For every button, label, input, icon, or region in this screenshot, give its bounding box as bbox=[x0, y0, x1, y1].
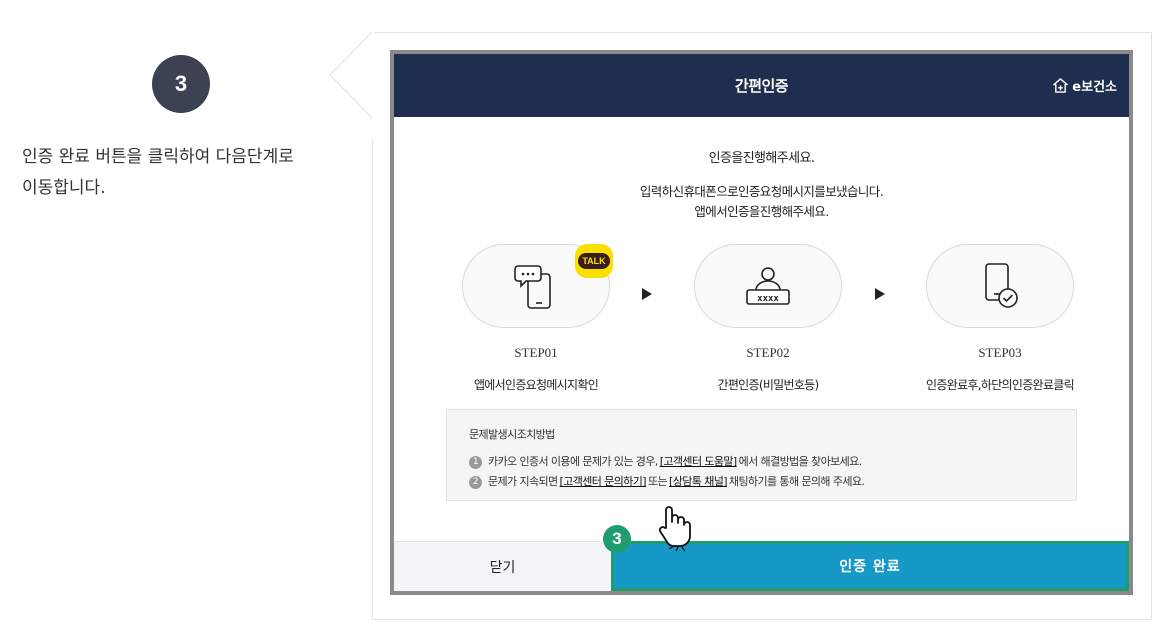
next-arrow-icon bbox=[642, 288, 652, 300]
steps: TALK STEP01 앱에서인증요청메시지확인 xxxx STEP02 간편인… bbox=[394, 244, 1129, 394]
auth-complete-button[interactable]: 인증 완료 bbox=[611, 541, 1129, 591]
simple-auth-modal: 간편인증 e보건소 인증을진행해주세요. 입력하신휴대폰으로인증요청메시지를보냈… bbox=[390, 50, 1133, 595]
item-number-1: 1 bbox=[469, 455, 482, 469]
step-3: STEP03 인증완료후,하단의인증완료클릭 bbox=[900, 244, 1100, 393]
intro: 인증을진행해주세요. 입력하신휴대폰으로인증요청메시지를보냈습니다. 앱에서인증… bbox=[394, 147, 1129, 222]
step-1-desc: 앱에서인증요청메시지확인 bbox=[473, 378, 599, 392]
modal-footer: 닫기 인증 완료 bbox=[394, 541, 1129, 591]
home-plus-icon bbox=[1053, 78, 1069, 93]
step-3-pill bbox=[926, 244, 1074, 328]
step-1: TALK STEP01 앱에서인증요청메시지확인 bbox=[436, 244, 636, 393]
talk-label: TALK bbox=[578, 253, 610, 269]
troubleshooting-item-1: 1 카카오 인증서 이용에 문제가 있는 경우, [고객센터 도움말] 에서 해… bbox=[469, 452, 1076, 472]
intro-line-1: 입력하신휴대폰으로인증요청메시지를보냈습니다. bbox=[639, 184, 884, 199]
customer-inquiry-link[interactable]: [고객센터 문의하기] bbox=[559, 475, 647, 488]
brand-logo: e보건소 bbox=[1053, 76, 1117, 95]
step-3-desc: 인증완료후,하단의인증완료클릭 bbox=[926, 378, 1075, 392]
item-1-prefix: 카카오 인증서 이용에 문제가 있는 경우, bbox=[488, 455, 658, 468]
phone-chat-icon bbox=[514, 265, 551, 309]
step-2-desc: 간편인증(비밀번호등) bbox=[717, 378, 819, 392]
guide-line-1: 인증 완료 버튼을 클릭하여 다음단계로 bbox=[22, 147, 294, 167]
step-marker-badge: 3 bbox=[603, 525, 631, 553]
item-number-2: 2 bbox=[469, 475, 482, 489]
intro-title: 인증을진행해주세요. bbox=[708, 151, 815, 166]
troubleshooting-item-2: 2 문제가 지속되면 [고객센터 문의하기] 또는 [상담톡 채널] 채팅하기를… bbox=[469, 472, 1076, 492]
help-center-link[interactable]: [고객센터 도움말] bbox=[659, 455, 738, 468]
step-1-label: STEP01 bbox=[514, 345, 558, 360]
troubleshooting-title: 문제발생시조치방법 bbox=[469, 428, 555, 441]
item-2-prefix: 문제가 지속되면 bbox=[488, 475, 558, 488]
step-1-pill: TALK bbox=[462, 244, 613, 328]
close-button[interactable]: 닫기 bbox=[394, 541, 611, 591]
item-1-suffix: 에서 해결방법을 찾아보세요. bbox=[738, 455, 863, 468]
svg-text:xxxx: xxxx bbox=[757, 294, 779, 304]
brand-name: e보건소 bbox=[1072, 80, 1117, 95]
troubleshooting-box: 문제발생시조치방법 1 카카오 인증서 이용에 문제가 있는 경우, [고객센터… bbox=[446, 409, 1077, 501]
next-arrow-icon bbox=[875, 288, 885, 300]
user-password-icon: xxxx bbox=[746, 267, 790, 305]
callout-pointer bbox=[329, 30, 374, 140]
guide-text: 인증 완료 버튼을 클릭하여 다음단계로 이동합니다. bbox=[22, 142, 352, 204]
modal-header: 간편인증 e보건소 bbox=[394, 54, 1129, 117]
step-2-pill: xxxx bbox=[694, 244, 842, 328]
item-2-mid: 또는 bbox=[648, 475, 668, 488]
phone-check-icon bbox=[985, 263, 1018, 308]
intro-line-2: 앱에서인증을진행해주세요. bbox=[694, 204, 829, 219]
guide-line-2: 이동합니다. bbox=[22, 178, 106, 198]
modal-title: 간편인증 bbox=[734, 77, 789, 95]
kakao-talk-badge: TALK bbox=[575, 244, 613, 278]
step-2-label: STEP02 bbox=[746, 345, 790, 360]
step-2: xxxx STEP02 간편인증(비밀번호등) bbox=[668, 244, 868, 393]
step-number-badge: 3 bbox=[152, 55, 210, 113]
step-3-label: STEP03 bbox=[978, 345, 1022, 360]
chat-channel-link[interactable]: [상담톡 채널] bbox=[669, 475, 727, 488]
hand-pointer-icon bbox=[658, 506, 691, 552]
item-2-suffix: 채팅하기를 통해 문의해 주세요. bbox=[728, 475, 865, 488]
